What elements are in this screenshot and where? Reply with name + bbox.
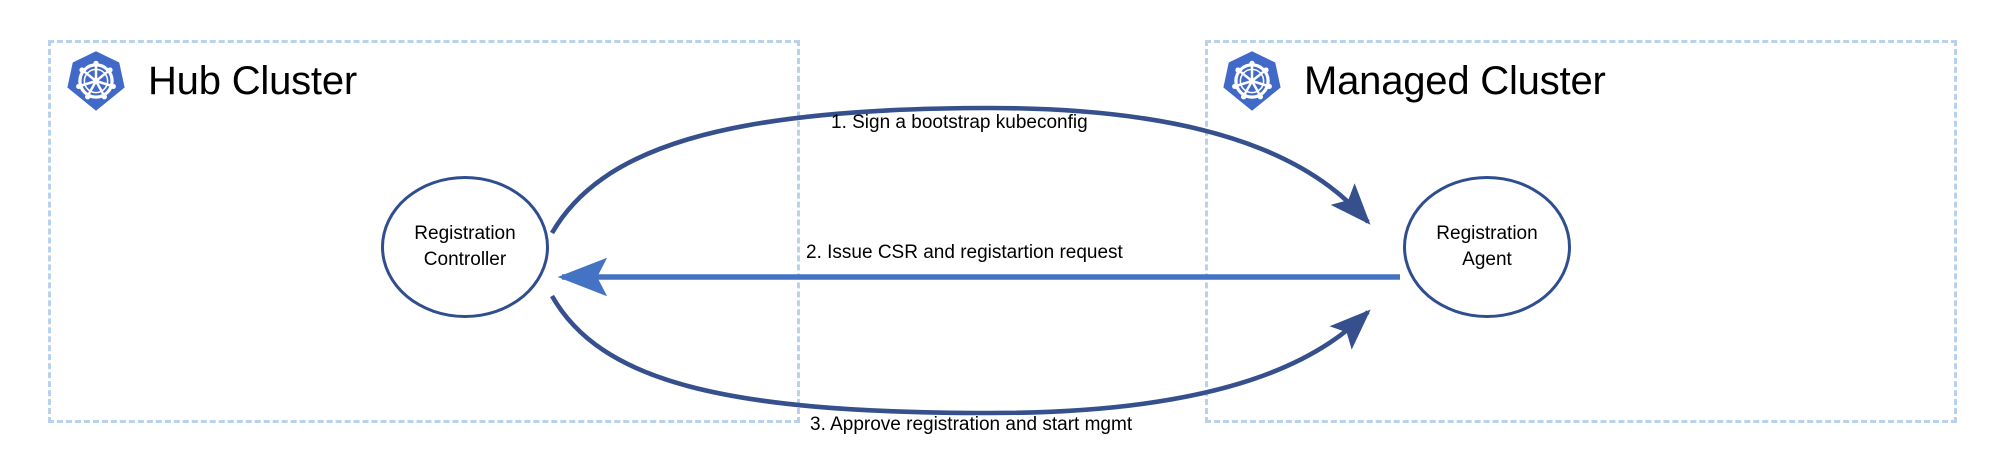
flow-label-2: 2. Issue CSR and registartion request xyxy=(806,242,1123,263)
hub-cluster-title: Hub Cluster xyxy=(148,59,357,103)
managed-cluster-header: Managed Cluster xyxy=(1222,50,1606,112)
kubernetes-icon xyxy=(67,51,125,111)
registration-agent-label: Registration Agent xyxy=(1436,222,1538,270)
registration-agent-node[interactable]: Registration Agent xyxy=(1403,176,1571,318)
flow-label-3: 3. Approve registration and start mgmt xyxy=(810,414,1133,435)
kubernetes-icon xyxy=(1223,51,1281,111)
managed-cluster-title: Managed Cluster xyxy=(1304,59,1606,103)
registration-controller-label: Registration Controller xyxy=(414,222,516,270)
flow-label-1: 1. Sign a bootstrap kubeconfig xyxy=(831,112,1088,133)
registration-controller-node[interactable]: Registration Controller xyxy=(381,176,549,318)
hub-cluster-header: Hub Cluster xyxy=(66,50,357,112)
